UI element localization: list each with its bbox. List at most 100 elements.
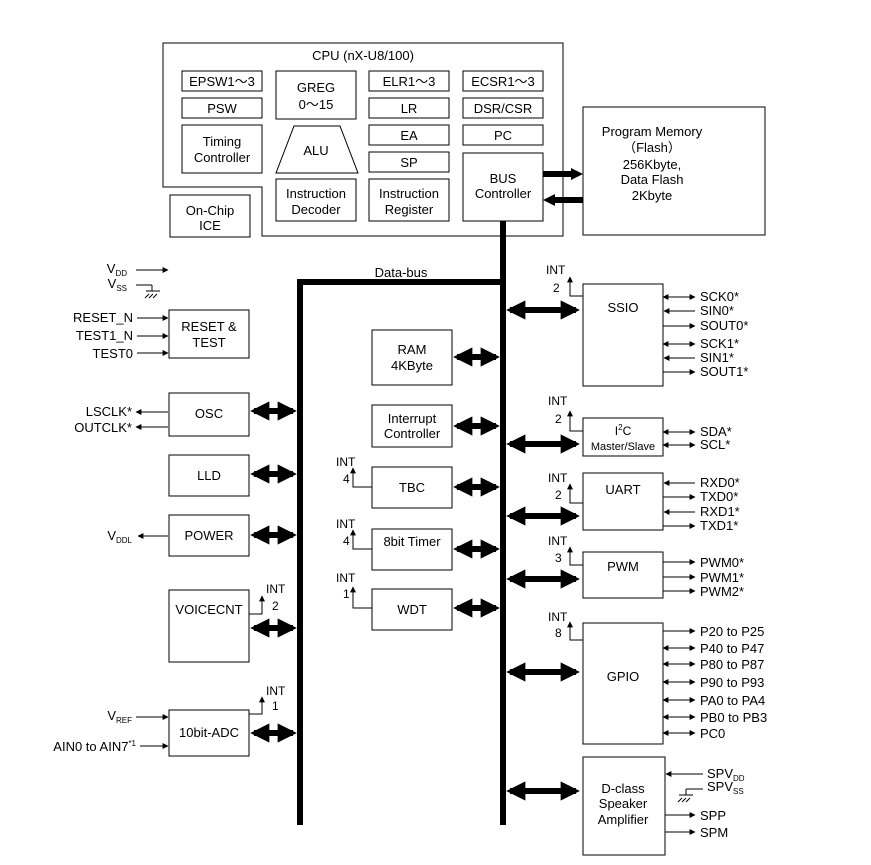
reset-n-label: RESET_N	[73, 310, 133, 325]
pwm-label: PWM	[607, 559, 639, 574]
timer-block	[371, 528, 453, 571]
lr-register	[368, 97, 450, 119]
sck1-label: SCK1*	[700, 336, 739, 351]
i2c-int-label: INT	[548, 394, 568, 408]
vdd-label: VDD	[107, 261, 127, 278]
elr-label: ELR1～3	[383, 74, 436, 89]
tbc-int-arrow	[350, 467, 372, 488]
elr-register	[368, 70, 450, 92]
idec-label-1: Instruction	[286, 186, 346, 201]
reset-block-label-1: RESET &	[181, 319, 237, 334]
memory-bus-in-arrow	[543, 194, 555, 206]
pc-label: PC	[494, 128, 512, 143]
rxd0-label: RXD0*	[700, 475, 740, 490]
sout1-label: SOUT1*	[700, 364, 748, 379]
i2c-block	[582, 417, 664, 457]
ram-label-1: RAM	[398, 342, 427, 357]
ssio-block	[582, 283, 664, 387]
ssio-int-arrow	[567, 276, 583, 297]
uart-label: UART	[605, 482, 640, 497]
pwm-int-label: INT	[548, 534, 568, 548]
txd0-label: TXD0*	[700, 489, 738, 504]
sout0-label: SOUT0*	[700, 318, 748, 333]
epsw-label: EPSW1～3	[189, 74, 255, 89]
power-label: POWER	[184, 528, 233, 543]
pc-register	[462, 124, 544, 146]
pm-line1: Program Memory	[602, 124, 703, 139]
rxd1-label: RXD1*	[700, 504, 740, 519]
tbc-int-label: INT	[336, 455, 356, 469]
pa0-label: PA0 to PA4	[700, 693, 765, 708]
greg-label: GREG	[297, 80, 335, 95]
timer-int-label: INT	[336, 517, 356, 531]
spp-label: SPP	[700, 808, 726, 823]
epsw-register	[181, 70, 263, 92]
tbc-label: TBC	[399, 480, 425, 495]
alu-label: ALU	[303, 143, 328, 158]
test0-label: TEST0	[93, 346, 133, 361]
wdt-block	[371, 588, 453, 631]
scl-label: SCL*	[700, 437, 730, 452]
gpio-int-count: 8	[555, 626, 562, 640]
reset-block-label-2: TEST	[192, 335, 225, 350]
ssio-label: SSIO	[607, 300, 638, 315]
lsclk-label: LSCLK*	[86, 404, 132, 419]
intc-label-2: Controller	[384, 426, 441, 441]
intc-label-1: Interrupt	[388, 411, 437, 426]
memory-bus-out-arrow	[571, 168, 583, 180]
ain-label: AIN0 to AIN7*1	[53, 739, 136, 754]
speaker-ground-symbol	[677, 788, 703, 803]
test1-n-label: TEST1_N	[76, 328, 133, 343]
pwm-block	[582, 551, 664, 599]
data-bus-label: Data-bus	[375, 265, 428, 280]
osc-block	[168, 392, 250, 437]
timer-int-arrow	[350, 529, 372, 550]
spvss-label: SPVSS	[707, 779, 744, 796]
ssio-int-label: INT	[546, 263, 566, 277]
voicecnt-label: VOICECNT	[175, 602, 242, 617]
tbc-int-count: 4	[343, 472, 350, 486]
spvdd-label: SPVDD	[707, 766, 745, 783]
ecsr-label: ECSR1～3	[471, 74, 535, 89]
voicecnt-int-label: INT	[266, 582, 286, 596]
ram-block	[371, 329, 453, 386]
adc-int-label: INT	[266, 684, 286, 698]
psw-register	[181, 97, 263, 119]
busctl-label-2: Controller	[475, 186, 532, 201]
pwm-int-arrow	[567, 546, 583, 566]
vss-label: VSS	[108, 276, 127, 293]
pwm0-label: PWM0*	[700, 555, 744, 570]
ireg-label-2: Register	[385, 202, 434, 217]
gpio-label: GPIO	[607, 669, 640, 684]
cpu-block: CPU (nX-U8/100) EPSW1～3 GREG 0～15 ELR1～3…	[162, 42, 564, 237]
sin0-label: SIN0*	[700, 303, 734, 318]
psw-label: PSW	[207, 101, 237, 116]
greg-register	[275, 70, 357, 120]
ea-register	[368, 124, 450, 146]
timer-label: 8bit Timer	[383, 534, 441, 549]
wdt-label: WDT	[397, 602, 427, 617]
alu-shape	[275, 125, 359, 174]
idec-label-2: Decoder	[291, 202, 341, 217]
pwm-int-count: 3	[555, 551, 562, 565]
instruction-register	[368, 178, 450, 222]
adc-int-arrow	[249, 696, 265, 715]
lld-label: LLD	[197, 468, 221, 483]
instruction-decoder	[275, 178, 357, 222]
reset-test-block	[168, 309, 250, 359]
p40-label: P40 to P47	[700, 641, 764, 656]
uart-int-count: 2	[555, 488, 562, 502]
p80-label: P80 to P87	[700, 657, 764, 672]
gpio-int-arrow	[567, 621, 583, 641]
lr-label: LR	[401, 101, 418, 116]
ea-label: EA	[400, 128, 418, 143]
pm-line3: 256Kbyte,	[623, 157, 682, 172]
program-memory: Program Memory （Flash） 256Kbyte, Data Fl…	[582, 106, 766, 236]
uart-int-arrow	[567, 483, 583, 504]
spm-label: SPM	[700, 825, 728, 840]
sin1-label: SIN1*	[700, 350, 734, 365]
spk-label-3: Amplifier	[598, 812, 649, 827]
ecsr-register	[462, 70, 544, 92]
ram-label-2: 4KByte	[391, 358, 433, 373]
